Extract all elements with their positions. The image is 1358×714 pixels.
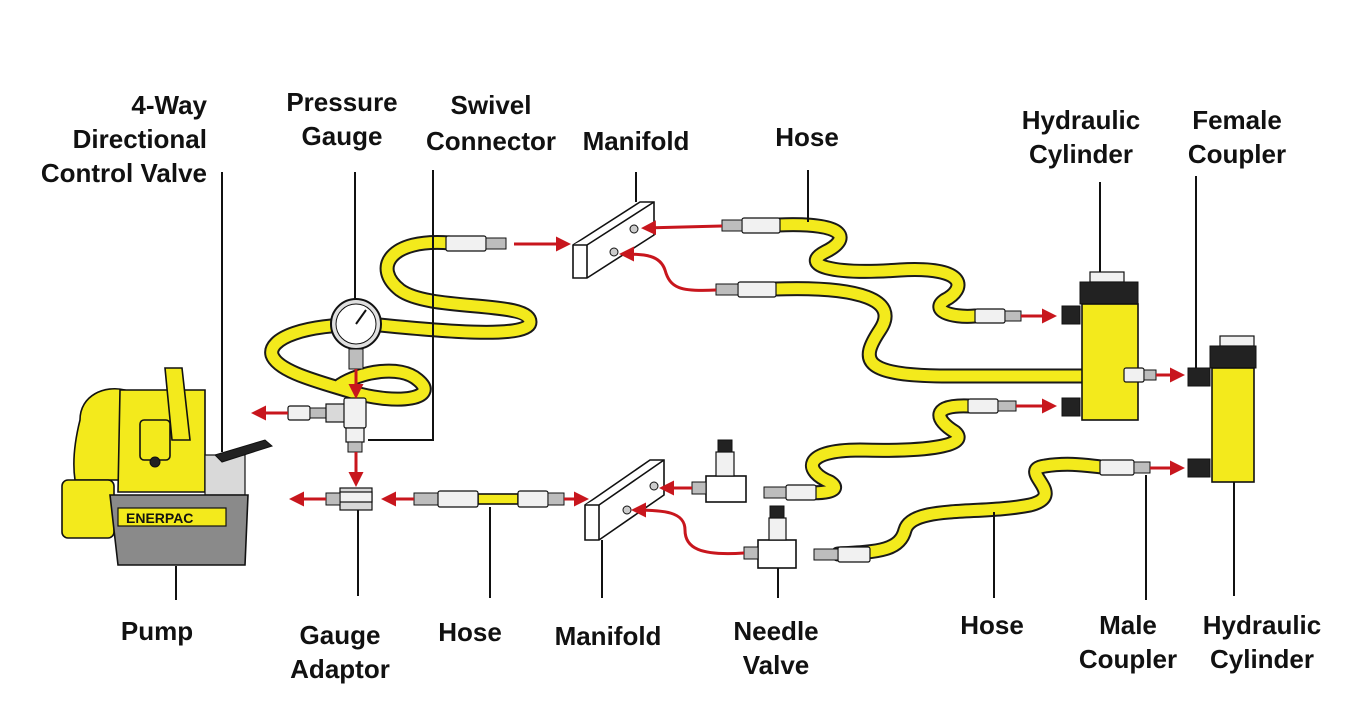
label-hydraulic-cylinder-top-line2: Cylinder	[1029, 139, 1133, 169]
label-hydraulic-cylinder-top-line1: Hydraulic	[1022, 105, 1141, 135]
label-needle-valve-line2: Valve	[743, 650, 810, 680]
label-directional-valve-line1: 4-Way	[131, 90, 207, 120]
hose-gauge-loop	[264, 234, 538, 407]
flow-arrows	[251, 220, 1185, 556]
label-swivel-connector-line2: Connector	[426, 126, 556, 156]
hydraulic-cylinder-bottom-device	[1187, 335, 1257, 483]
label-swivel-connector: Swivel Connector	[426, 90, 556, 156]
label-pressure-gauge-line2: Gauge	[302, 121, 383, 151]
hose-cylinder-to-bottom-manifold	[792, 398, 978, 501]
pump-brand-text: ENERPAC	[126, 510, 193, 526]
label-male-coupler-line1: Male	[1099, 610, 1157, 640]
label-hydraulic-cylinder-top: Hydraulic Cylinder	[1022, 105, 1141, 169]
label-male-coupler-line2: Coupler	[1079, 644, 1177, 674]
label-male-coupler: Male Coupler	[1079, 610, 1177, 674]
manifold-top-device	[572, 201, 655, 279]
label-needle-valve-line1: Needle	[733, 616, 818, 646]
label-manifold-bottom: Manifold	[555, 621, 662, 651]
label-pressure-gauge-line1: Pressure	[286, 87, 397, 117]
label-female-coupler: Female Coupler	[1188, 105, 1286, 169]
gauge-adaptor-device	[325, 487, 373, 511]
tee-fitting	[287, 397, 367, 453]
label-directional-valve-line3: Control Valve	[41, 158, 207, 188]
leader-lines	[175, 170, 1235, 600]
label-gauge-adaptor: Gauge Adaptor	[290, 620, 390, 684]
hose-end-fittings	[413, 217, 1151, 563]
manifold-bottom-device	[584, 459, 665, 541]
pressure-gauge-device	[330, 298, 382, 370]
pump: ENERPAC	[61, 367, 274, 566]
label-hydraulic-cylinder-bottom-line1: Hydraulic	[1203, 610, 1322, 640]
label-needle-valve: Needle Valve	[733, 616, 818, 680]
label-swivel-connector-line1: Swivel	[451, 90, 532, 120]
label-manifold-top: Manifold	[583, 126, 690, 156]
hose-bottom-left	[477, 493, 519, 505]
needle-valve-lower	[743, 505, 797, 569]
needle-valve-upper	[691, 439, 747, 503]
label-hydraulic-cylinder-bottom-line2: Cylinder	[1210, 644, 1314, 674]
hose-bottom-right	[830, 456, 1110, 562]
hydraulic-cylinder-top-device	[1061, 271, 1157, 421]
label-hydraulic-cylinder-bottom: Hydraulic Cylinder	[1203, 610, 1322, 674]
label-directional-valve: 4-Way Directional Control Valve	[41, 90, 208, 188]
label-directional-valve-line2: Directional	[73, 124, 207, 154]
hose-top-manifold-to-cylinder-rod	[770, 217, 983, 324]
label-female-coupler-line1: Female	[1192, 105, 1282, 135]
label-pump: Pump	[121, 616, 193, 646]
label-pressure-gauge: Pressure Gauge	[286, 87, 397, 151]
label-gauge-adaptor-line2: Adaptor	[290, 654, 390, 684]
label-hose-top: Hose	[775, 122, 839, 152]
label-hose-bottom-right: Hose	[960, 610, 1024, 640]
hose-top-manifold-to-cylinder-base	[767, 281, 1093, 384]
label-hose-bottom-left: Hose	[438, 617, 502, 647]
label-gauge-adaptor-line1: Gauge	[300, 620, 381, 650]
label-female-coupler-line2: Coupler	[1188, 139, 1286, 169]
